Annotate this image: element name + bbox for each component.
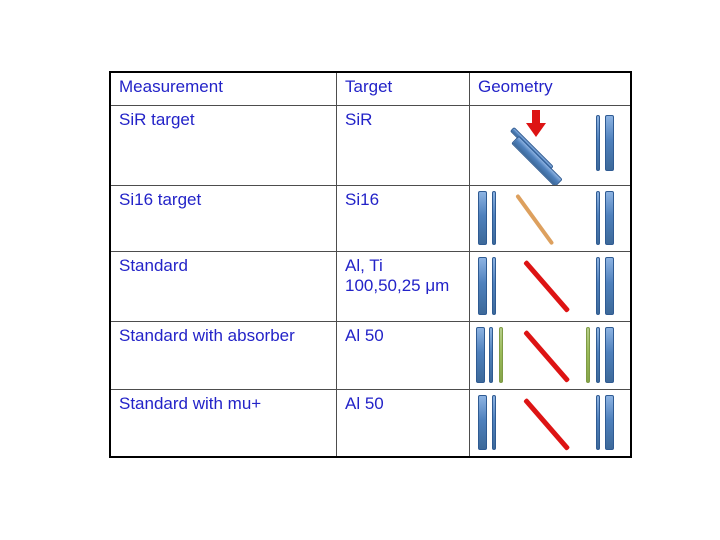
blue-thin-bar-icon: [489, 327, 493, 383]
blue-thin-bar-icon: [596, 395, 600, 450]
blue-thick-bar-icon: [476, 327, 485, 383]
green-thin-bar-icon: [586, 327, 590, 383]
green-thin-bar-icon: [499, 327, 503, 383]
red-line-icon: [523, 329, 571, 383]
geometry-cell-sir-target: [470, 106, 630, 186]
cell-target-si16: Si16: [337, 186, 470, 252]
blue-thin-bar-icon: [492, 191, 496, 245]
blue-thick-bar-icon: [605, 191, 614, 245]
geometry-cell-standard-mu: [470, 390, 630, 456]
cell-target-sir: SiR: [337, 106, 470, 186]
red-down-arrow-icon: [526, 110, 546, 137]
geometry-cell-standard-absorber: [470, 322, 630, 390]
blue-thick-bar-icon: [478, 395, 487, 450]
blue-thin-bar-icon: [596, 115, 600, 171]
cell-target-al-ti: Al, Ti 100,50,25 μm: [337, 252, 470, 322]
header-measurement: Measurement: [111, 73, 337, 106]
cell-target-al50-mu: Al 50: [337, 390, 470, 456]
blue-thin-bar-icon: [492, 395, 496, 450]
blue-thin-bar-icon: [596, 257, 600, 315]
header-geometry: Geometry: [470, 73, 630, 106]
tilted-blue-thick-bar-icon: [511, 135, 563, 185]
cell-measurement-sir-target: SiR target: [111, 106, 337, 186]
blue-thin-bar-icon: [596, 191, 600, 245]
blue-thick-bar-icon: [605, 257, 614, 315]
geometry-cell-standard: [470, 252, 630, 322]
blue-thick-bar-icon: [478, 191, 487, 245]
blue-thick-bar-icon: [605, 327, 614, 383]
cell-measurement-standard-absorber: Standard with absorber: [111, 322, 337, 390]
measurement-table: Measurement Target Geometry SiR target S…: [109, 71, 632, 458]
tan-line-icon: [515, 193, 555, 246]
cell-measurement-standard-mu: Standard with mu+: [111, 390, 337, 456]
header-target: Target: [337, 73, 470, 106]
cell-target-al50-absorber: Al 50: [337, 322, 470, 390]
cell-measurement-si16-target: Si16 target: [111, 186, 337, 252]
blue-thick-bar-icon: [605, 115, 614, 171]
blue-thick-bar-icon: [478, 257, 487, 315]
cell-measurement-standard: Standard: [111, 252, 337, 322]
blue-thin-bar-icon: [596, 327, 600, 383]
blue-thin-bar-icon: [492, 257, 496, 315]
geometry-cell-si16-target: [470, 186, 630, 252]
red-line-icon: [523, 259, 571, 313]
red-line-icon: [523, 397, 571, 451]
blue-thick-bar-icon: [605, 395, 614, 450]
